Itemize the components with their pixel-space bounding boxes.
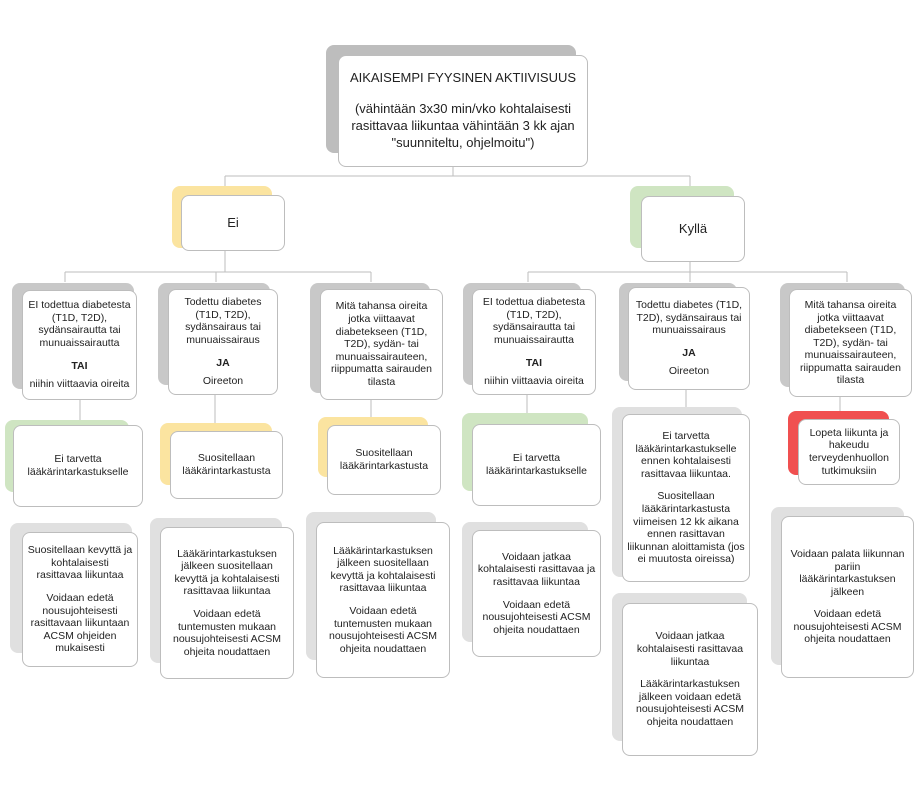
c3-advice: Lääkärintarkastuksen jälkeen suositellaa… xyxy=(316,522,450,678)
c2-adv1: Lääkärintarkastuksen jälkeen suositellaa… xyxy=(174,547,280,598)
c1-conj: TAI xyxy=(71,359,88,372)
c6-rec-text: Lopeta liikunta ja hakeudu terveydenhuol… xyxy=(809,426,889,477)
c6-line1: Mitä tahansa oireita jotka viittaavat di… xyxy=(800,298,901,387)
yes-node: Kyllä xyxy=(641,196,745,262)
c5-rec1: Ei tarvetta lääkärintarkastukselle ennen… xyxy=(635,430,737,480)
c1-adv2: Voidaan edetä nousujohteisesti rasittava… xyxy=(30,591,130,655)
c5-conj: JA xyxy=(682,346,696,359)
c5-line2: Oireeton xyxy=(668,365,710,378)
c6-adv2: Voidaan edetä nousujohteisesti ACSM ohje… xyxy=(793,608,902,646)
c2-line2: Oireeton xyxy=(202,375,244,388)
c4-rec-text: Ei tarvetta lääkärintarkastukselle xyxy=(486,452,587,477)
c6-adv1: Voidaan palata liikunnan pariin lääkärin… xyxy=(790,547,905,598)
c4-line2: niihin viittaavia oireita xyxy=(484,375,584,388)
c1-rec-text: Ei tarvetta lääkärintarkastukselle xyxy=(27,453,129,478)
c1-line1: EI todettua diabetesta (T1D, T2D), sydän… xyxy=(28,299,131,349)
yes-label: Kyllä xyxy=(678,221,708,237)
c5-rec2: Suositellaan lääkärintarkastusta viimeis… xyxy=(627,490,745,566)
c4-condition: EI todettua diabetesta (T1D, T2D), sydän… xyxy=(472,289,596,395)
c1-advice: Suositellaan kevyttä ja kohtalaisesti ra… xyxy=(22,532,138,667)
c3-adv2: Voidaan edetä tuntemusten mukaan nousujo… xyxy=(329,605,437,655)
c2-rec-text: Suositellaan lääkärintarkastusta xyxy=(182,452,271,477)
no-label: Ei xyxy=(227,215,239,231)
c2-conj: JA xyxy=(216,356,230,369)
no-node: Ei xyxy=(181,195,285,251)
c4-advice: Voidaan jatkaa kohtalaisesti rasittavaa … xyxy=(472,530,601,657)
c3-adv1: Lääkärintarkastuksen jälkeen suositellaa… xyxy=(330,544,436,595)
c3-line1: Mitä tahansa oireita jotka viittaavat di… xyxy=(331,300,432,388)
c3-recommendation: Suositellaan lääkärintarkastusta xyxy=(327,425,441,495)
c4-adv1: Voidaan jatkaa kohtalaisesti rasittavaa … xyxy=(477,550,596,588)
c5-adv2: Lääkärintarkastuksen jälkeen voidaan ede… xyxy=(636,678,744,728)
c3-condition: Mitä tahansa oireita jotka viittaavat di… xyxy=(320,289,443,400)
root-title: AIKAISEMPI FYYSINEN AKTIIVISUUS xyxy=(349,70,577,86)
c4-adv2: Voidaan edetä nousujohteisesti ACSM ohje… xyxy=(482,598,591,636)
c6-advice: Voidaan palata liikunnan pariin lääkärin… xyxy=(781,516,914,678)
c1-line2: niihin viittaavia oireita xyxy=(29,378,130,391)
c5-recommendation: Ei tarvetta lääkärintarkastukselle ennen… xyxy=(622,414,750,582)
c2-condition: Todettu diabetes (T1D, T2D), sydänsairau… xyxy=(168,289,278,395)
c6-recommendation: Lopeta liikunta ja hakeudu terveydenhuol… xyxy=(798,419,900,485)
c6-condition: Mitä tahansa oireita jotka viittaavat di… xyxy=(789,289,912,397)
c5-line1: Todettu diabetes (T1D, T2D), sydänsairau… xyxy=(635,299,743,337)
c4-conj: TAI xyxy=(525,356,543,369)
c2-line1: Todettu diabetes (T1D, T2D), sydänsairau… xyxy=(184,296,262,346)
c5-advice: Voidaan jatkaa kohtalaisesti rasittavaa … xyxy=(622,603,758,756)
c2-advice: Lääkärintarkastuksen jälkeen suositellaa… xyxy=(160,527,294,679)
c1-recommendation: Ei tarvetta lääkärintarkastukselle xyxy=(13,425,143,507)
c3-rec-text: Suositellaan lääkärintarkastusta xyxy=(339,447,429,472)
c4-recommendation: Ei tarvetta lääkärintarkastukselle xyxy=(472,424,601,506)
c5-condition: Todettu diabetes (T1D, T2D), sydänsairau… xyxy=(628,287,750,390)
c4-line1: EI todettua diabetesta (T1D, T2D), sydän… xyxy=(482,296,586,346)
c2-recommendation: Suositellaan lääkärintarkastusta xyxy=(170,431,283,499)
c1-condition: EI todettua diabetesta (T1D, T2D), sydän… xyxy=(22,290,137,400)
root-subtitle: (vähintään 3x30 min/vko kohtalaisesti ra… xyxy=(351,101,575,150)
root-node: AIKAISEMPI FYYSINEN AKTIIVISUUS (vähintä… xyxy=(338,55,588,167)
c2-adv2: Voidaan edetä tuntemusten mukaan nousujo… xyxy=(173,608,281,658)
c1-adv1: Suositellaan kevyttä ja kohtalaisesti ra… xyxy=(27,544,133,582)
c5-adv1: Voidaan jatkaa kohtalaisesti rasittavaa … xyxy=(636,630,744,668)
